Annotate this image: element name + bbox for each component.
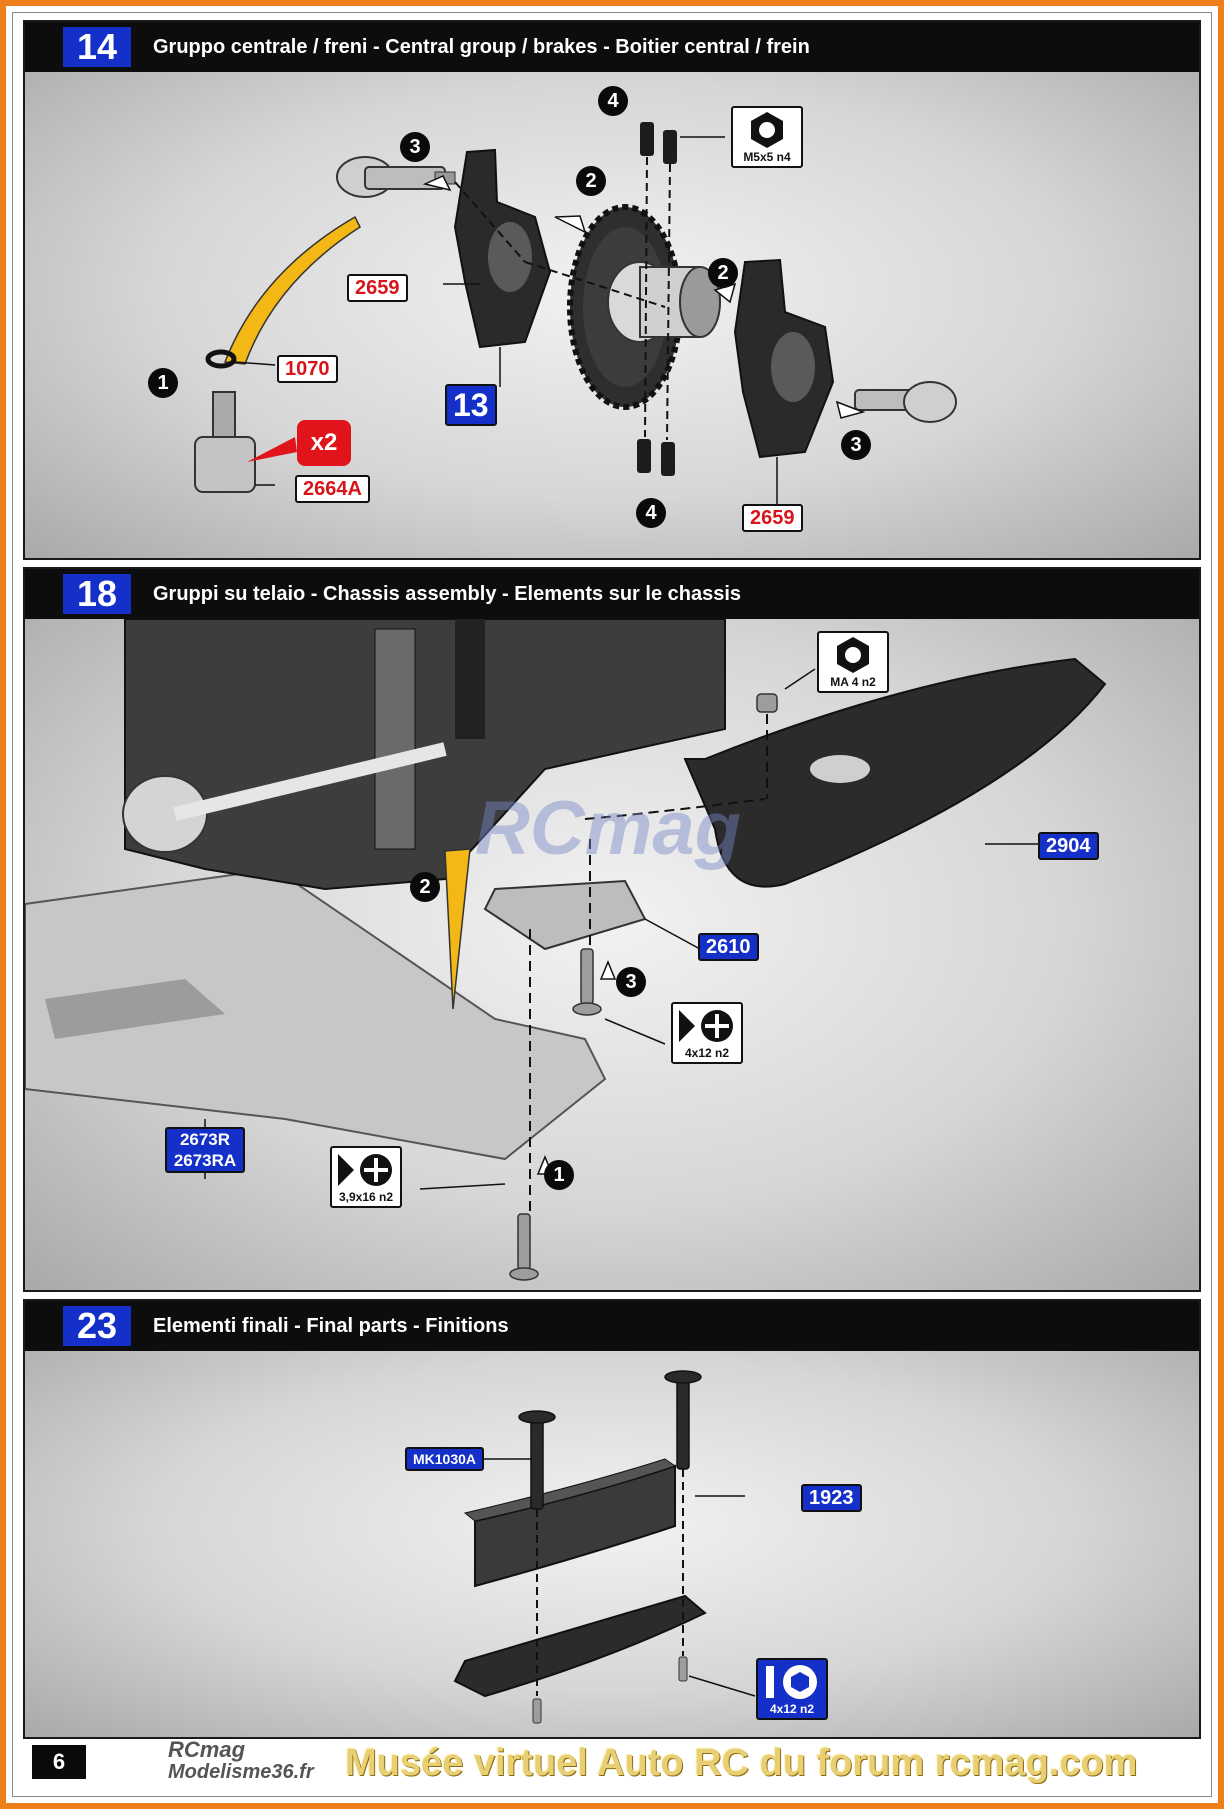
part-1070: 1070 (277, 355, 338, 383)
leader-lines (483, 1458, 756, 1697)
step-18-illustration (25, 619, 1107, 1281)
step-18-panel: 18 Gruppi su telaio - Chassis assembly -… (23, 567, 1201, 1292)
hex-icon (751, 112, 783, 148)
phillips-screw-icon (338, 1154, 392, 1186)
part-2659-left: 2659 (347, 274, 408, 302)
step-marker-4a: 4 (598, 86, 628, 116)
part-2664A: 2664A (295, 475, 370, 503)
qty-pointer (247, 437, 297, 462)
chassis-plate (25, 867, 607, 1161)
tool-caption: M5x5 n4 (743, 150, 791, 164)
step-23-title: Elementi finali - Final parts - Finition… (153, 1315, 509, 1337)
step-18-number: 18 (63, 574, 131, 614)
left-cup-outdrive (336, 156, 456, 198)
chassis-slot (45, 979, 225, 1039)
foam-bumper-1923 (474, 1464, 676, 1588)
step-14-title: Gruppo centrale / freni - Central group … (153, 36, 810, 58)
hex-socket-icon (766, 1665, 817, 1699)
part-2904: 2904 (1038, 832, 1099, 860)
part-2673R: 2673R (179, 1130, 231, 1149)
step-14-header: 14 Gruppo centrale / freni - Central gro… (25, 22, 1199, 72)
step-23-number: 23 (63, 1306, 131, 1346)
part-2659-right: 2659 (742, 504, 803, 532)
museum-watermark: Musée virtuel Auto RC du forum rcmag.com (345, 1742, 1138, 1784)
part-MK1030A: MK1030A (405, 1447, 485, 1471)
step-marker-2a: 2 (576, 166, 606, 196)
step-23-panel: 23 Elementi finali - Final parts - Finit… (23, 1299, 1201, 1739)
tool-nut-ma4: MA 4 n2 (817, 631, 889, 693)
step-14-panel: 14 Gruppo centrale / freni - Central gro… (23, 20, 1201, 560)
step-marker-3b: 3 (841, 430, 871, 460)
set-screws (637, 122, 677, 476)
step-marker-3a: 3 (400, 132, 430, 162)
screws (509, 693, 778, 1281)
step-18-title: Gruppi su telaio - Chassis assembly - El… (153, 583, 742, 605)
foam-bumper-top (463, 1458, 677, 1522)
tool-hex-nut-m5x5: M5x5 n4 (731, 106, 803, 168)
bumper-posts (518, 1370, 702, 1510)
tool-caption: 4x12 n2 (684, 1046, 730, 1060)
plate-hole (810, 755, 870, 783)
skid-plate-2610 (483, 879, 647, 951)
o-ring-1070 (205, 349, 237, 369)
modelisme36-logo: Modelisme36.fr (168, 1761, 314, 1783)
tool-caption: 4x12 n2 (769, 1702, 815, 1716)
step-18-body: RCmag 2904 2610 2673R 2673RA 1 2 3 MA 4 … (25, 619, 1199, 1290)
step-14-illustration (194, 122, 957, 504)
center-diff (607, 261, 721, 343)
shock-absorber (374, 628, 416, 850)
rcmag-watermark: RCmag (475, 786, 742, 871)
step-23-header: 23 Elementi finali - Final parts - Finit… (25, 1301, 1199, 1351)
quantity-badge: x2 (297, 420, 351, 466)
right-bulkhead (733, 258, 835, 459)
assembly-guide-lines (454, 156, 671, 441)
tool-flat-screw-4x12: 4x12 n2 (671, 1002, 743, 1064)
leader-lines (234, 136, 778, 504)
step-14-body: 2659 1070 2664A 2659 13 x2 1 2 2 3 3 4 4… (25, 72, 1199, 558)
shock-tower-post (455, 619, 485, 739)
step-23-body: MK1030A 1923 4x12 n2 (25, 1351, 1199, 1737)
part-2673RA: 2673RA (173, 1151, 237, 1170)
small-outdrive-2664A (194, 391, 256, 493)
part-1923: 1923 (801, 1484, 862, 1512)
steering-link (173, 742, 447, 821)
step-14-number: 14 (63, 27, 131, 67)
part-2673R-2673RA: 2673R 2673RA (165, 1127, 245, 1173)
step-marker-1: 1 (544, 1160, 574, 1190)
assembly-guide-lines (529, 714, 768, 1214)
bottom-screws (532, 1656, 688, 1724)
part-2610: 2610 (698, 933, 759, 961)
step-23-illustration (453, 1370, 756, 1724)
right-cup-outdrive (854, 381, 957, 423)
step-marker-2: 2 (410, 872, 440, 902)
page-number: 6 (32, 1745, 86, 1779)
assembly-guide-lines (536, 1469, 684, 1696)
rcmag-logo: RCmag (168, 1737, 246, 1762)
reference-step-13: 13 (445, 384, 497, 426)
step-marker-1: 1 (148, 368, 178, 398)
step-18-header: 18 Gruppi su telaio - Chassis assembly -… (25, 569, 1199, 619)
phillips-screw-icon (679, 1010, 733, 1042)
yellow-curved-arrow (223, 215, 361, 365)
hex-nut-icon (837, 637, 869, 673)
step-marker-2b: 2 (708, 258, 738, 288)
tool-hex-key-4x12: 4x12 n2 (756, 1658, 828, 1720)
step-marker-3: 3 (616, 967, 646, 997)
tool-caption: MA 4 n2 (830, 675, 876, 689)
front-plate-2904 (683, 657, 1107, 888)
direction-arrows (422, 175, 866, 419)
page-frame-inner (12, 12, 1212, 1797)
front-hub (122, 775, 208, 853)
yellow-pointer-arrow (444, 848, 471, 1010)
bumper-plate (453, 1594, 707, 1698)
left-bulkhead (453, 148, 552, 349)
tool-caption: 3,9x16 n2 (338, 1190, 394, 1204)
tool-flat-screw-3-9x16: 3,9x16 n2 (330, 1146, 402, 1208)
step-marker-4b: 4 (636, 498, 666, 528)
